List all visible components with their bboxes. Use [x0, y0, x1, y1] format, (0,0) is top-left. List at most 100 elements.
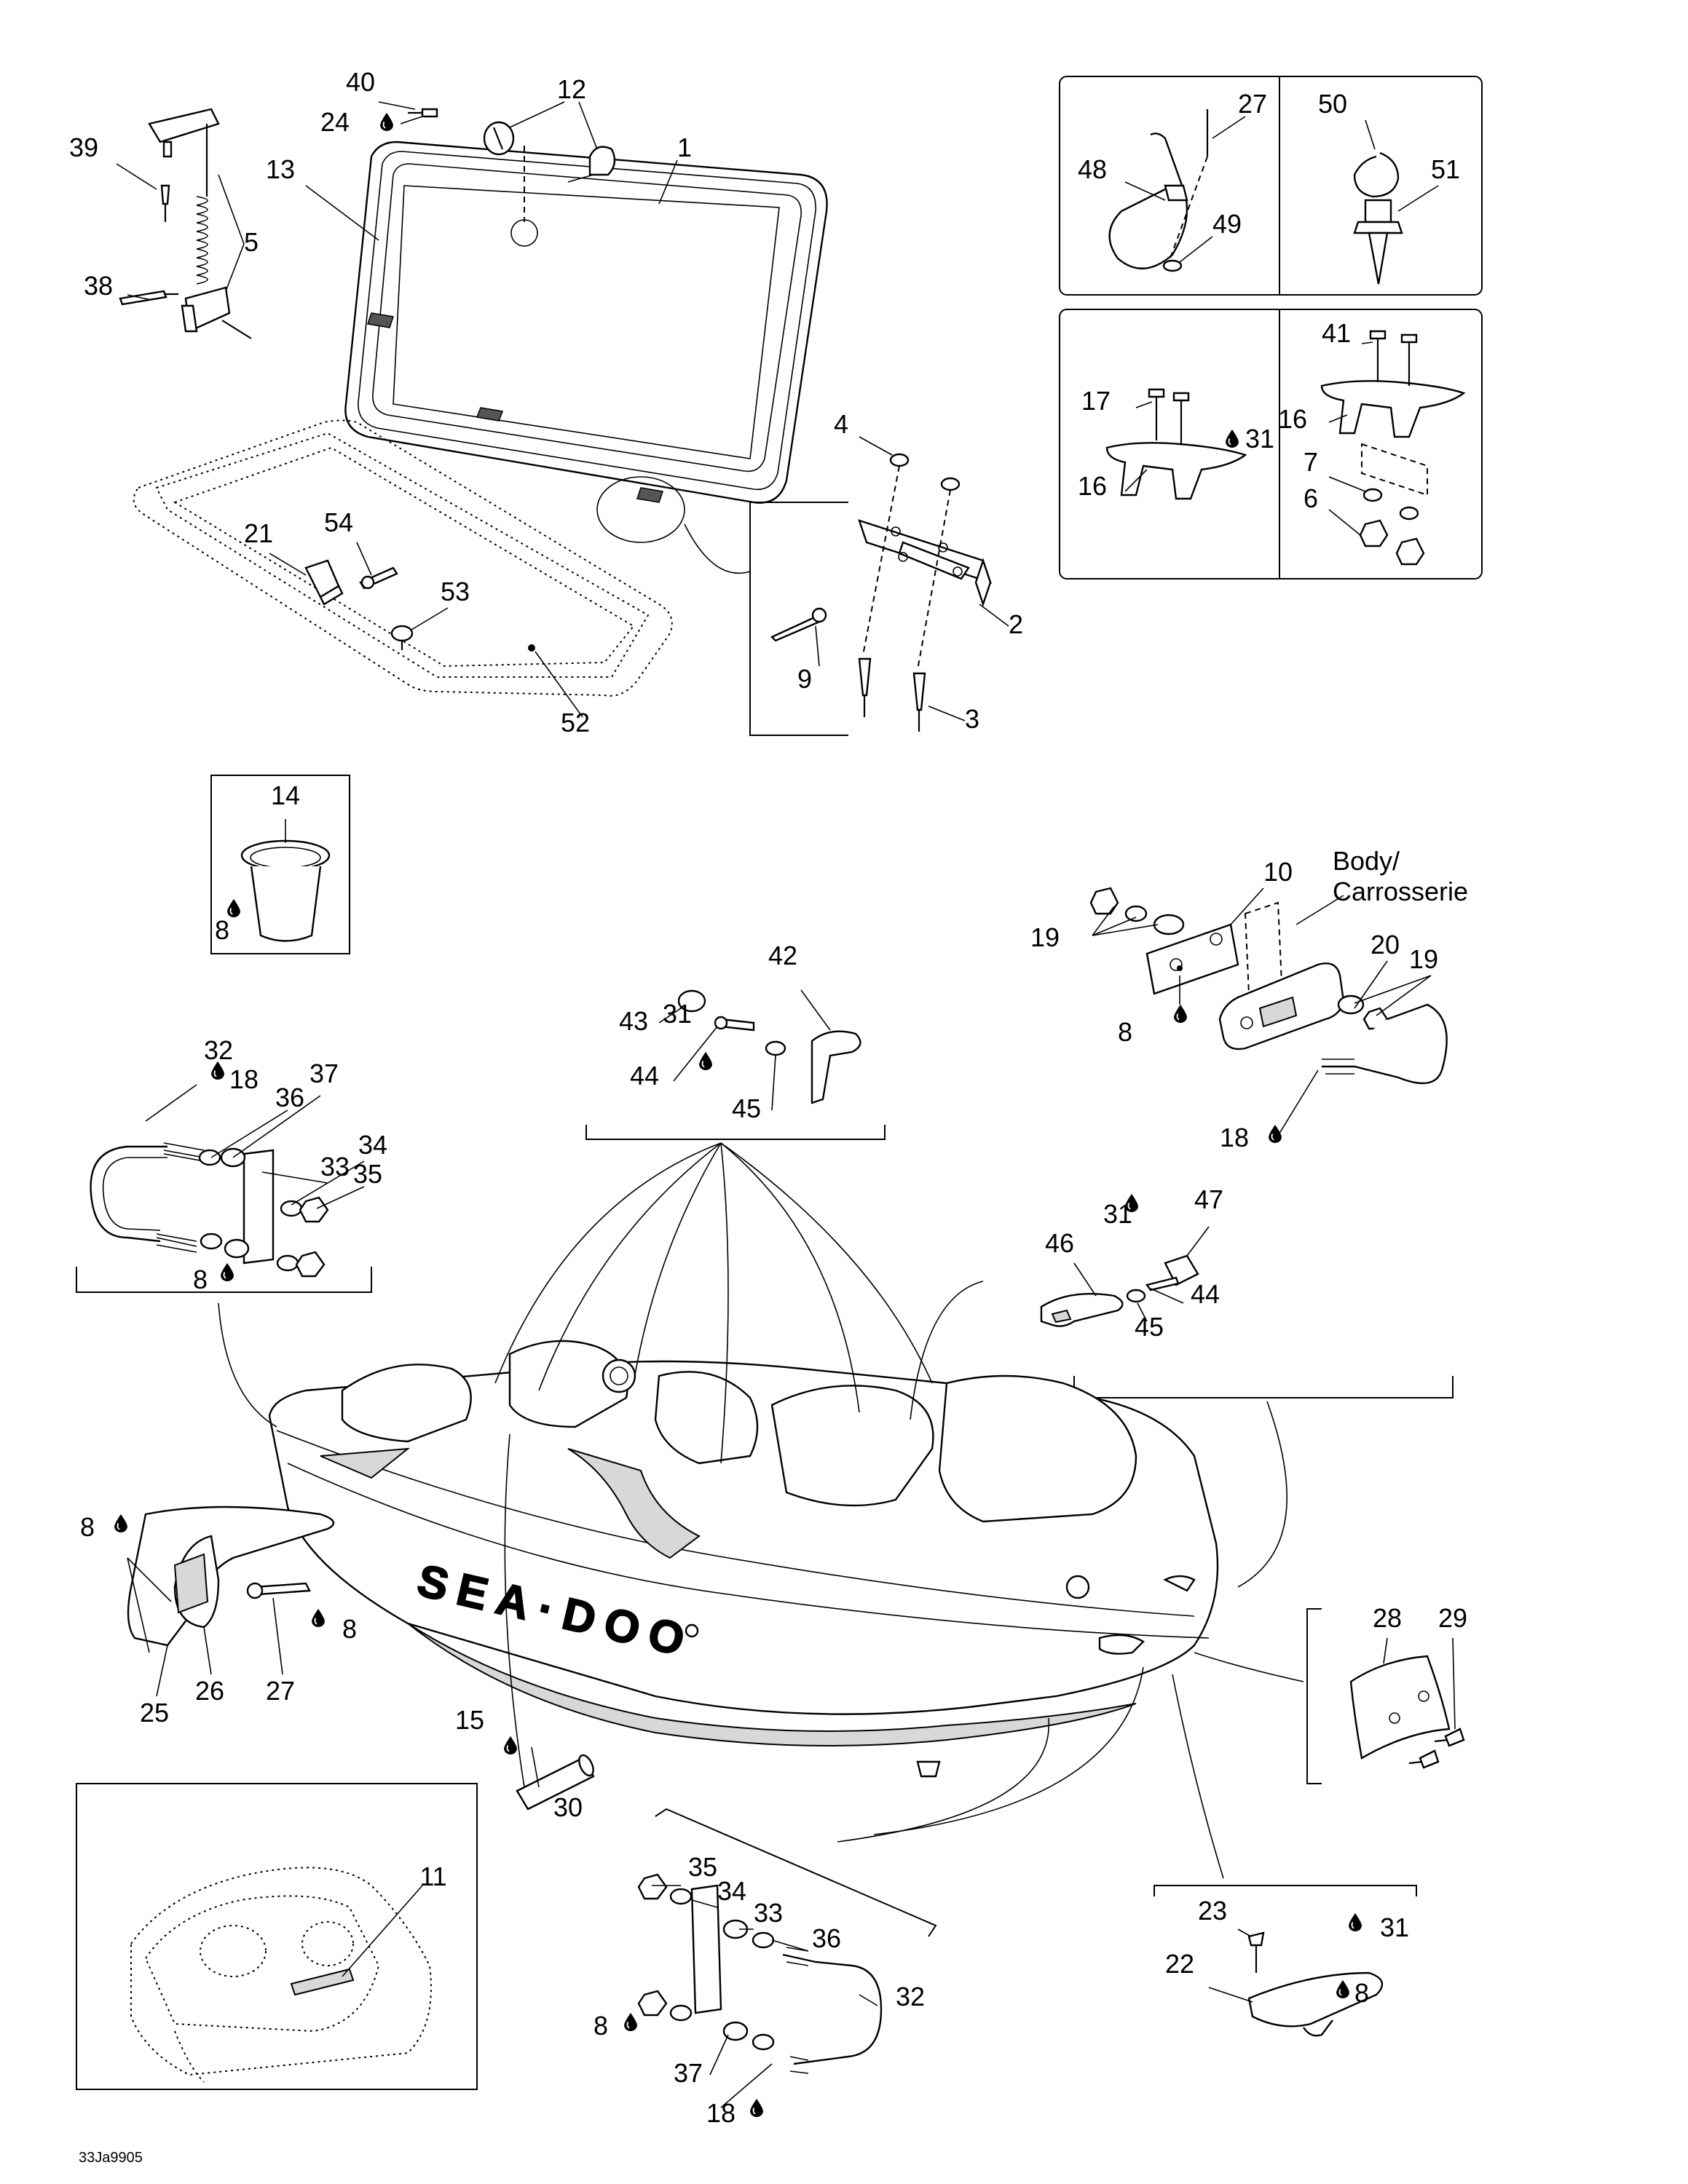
callout-c14: 14 [271, 780, 300, 810]
inset-box-cleat [1059, 309, 1483, 579]
cup-holder-inset [210, 775, 350, 954]
drop-icon [504, 1736, 517, 1754]
callout-c32b: 32 [896, 1982, 925, 2011]
callout-c53: 53 [441, 577, 470, 606]
drop-icon [1174, 1005, 1187, 1023]
callout-c11: 11 [419, 1861, 446, 1891]
figure-code: 33Ja9905 [79, 2150, 143, 2166]
callout-c8b: 8 [1118, 1017, 1132, 1047]
latch-parts [269, 542, 449, 650]
callout-c8c: 8 [193, 1265, 208, 1294]
callout-c33a: 33 [320, 1152, 350, 1182]
callout-c34b: 34 [717, 1876, 746, 1906]
callout-c19a: 19 [1030, 922, 1060, 952]
drop-icon [114, 1514, 127, 1532]
callout-c8d: 8 [80, 1512, 95, 1542]
callout-c16b: 16 [1278, 404, 1307, 434]
callout-c18a: 18 [229, 1064, 259, 1094]
boat-hull: SEA·DOO [268, 1340, 1219, 1778]
callout-c5: 5 [244, 227, 259, 257]
callout-c8a: 8 [215, 915, 229, 945]
callout-c26: 26 [195, 1676, 224, 1706]
drop-icon [624, 2013, 637, 2031]
carrosserie-label: Carrosserie [1333, 877, 1468, 906]
grab-handle-group [585, 989, 886, 1140]
callout-c41: 41 [1322, 318, 1351, 348]
callout-c13: 13 [266, 154, 295, 184]
callout-c19b: 19 [1409, 944, 1438, 974]
callout-c16a: 16 [1078, 471, 1107, 501]
dashboard-inset [76, 1783, 478, 2090]
callout-c21: 21 [244, 518, 273, 548]
drop-icon [380, 113, 393, 131]
callout-c18c: 18 [706, 2098, 735, 2128]
callout-c20: 20 [1370, 930, 1400, 960]
drop-icon [312, 1609, 325, 1627]
cleat-22 [1153, 1885, 1417, 2037]
callout-c27a: 27 [1238, 89, 1267, 119]
callout-c23: 23 [1198, 1896, 1227, 1926]
callout-c7: 7 [1304, 447, 1318, 477]
callout-c24: 24 [320, 107, 350, 137]
callout-c42: 42 [768, 941, 797, 970]
tow-eye-group [1073, 887, 1454, 1398]
callout-c54: 54 [324, 507, 353, 537]
callout-c9: 9 [797, 664, 812, 694]
callout-c25: 25 [140, 1698, 169, 1728]
callout-c40: 40 [346, 67, 375, 97]
callout-c8f: 8 [593, 2011, 608, 2041]
drop-icon [750, 2099, 763, 2117]
callout-c46: 46 [1045, 1228, 1074, 1258]
callout-c10: 10 [1263, 857, 1293, 887]
hinge-spring-assembly [116, 108, 252, 339]
handle-46 [1040, 1226, 1210, 1327]
callout-c17: 17 [1081, 386, 1111, 416]
callout-c31a: 31 [1245, 424, 1274, 454]
callout-c35a: 35 [353, 1159, 382, 1189]
callout-c32a: 32 [204, 1035, 233, 1065]
drop-icon [699, 1052, 712, 1070]
callout-c12: 12 [557, 74, 586, 104]
callout-labels: 1234567888888891011121314151616171818181… [69, 67, 1467, 2128]
pointer-lines [218, 1142, 1304, 1879]
hinge-detail-inset [596, 436, 1009, 736]
callout-c3: 3 [965, 704, 979, 734]
callout-c31b: 31 [663, 999, 692, 1029]
callout-c37b: 37 [674, 2058, 703, 2088]
callout-c15: 15 [455, 1705, 484, 1735]
body-label: Body/ [1333, 846, 1400, 876]
callout-c52: 52 [561, 708, 590, 737]
callout-c6: 6 [1304, 483, 1318, 513]
callout-c8e: 8 [342, 1614, 357, 1644]
callout-c29: 29 [1438, 1603, 1467, 1633]
callout-c49: 49 [1212, 209, 1242, 239]
callout-c51: 51 [1431, 154, 1460, 184]
callout-c44b: 44 [1191, 1279, 1220, 1309]
callout-c35b: 35 [688, 1852, 717, 1882]
callout-c22: 22 [1165, 1949, 1194, 1979]
callout-c33b: 33 [754, 1898, 783, 1928]
callout-c30: 30 [553, 1792, 583, 1822]
callout-c8g: 8 [1354, 1978, 1369, 2008]
callout-c50: 50 [1318, 89, 1347, 119]
drop-icon [1269, 1125, 1282, 1143]
drop-icon [1226, 430, 1239, 448]
callout-c39: 39 [69, 132, 98, 162]
callout-c2: 2 [1009, 609, 1023, 639]
callout-c44a: 44 [630, 1061, 659, 1091]
callout-c45a: 45 [732, 1093, 761, 1123]
callout-c28: 28 [1373, 1603, 1402, 1633]
callout-c47: 47 [1194, 1184, 1223, 1214]
callout-c18b: 18 [1220, 1123, 1249, 1152]
tube-part [516, 1746, 595, 1811]
inset-box-strap [1059, 76, 1483, 296]
drop-icon [1349, 1913, 1362, 1931]
bumper-bolt-group-left [76, 1084, 372, 1293]
callout-c36b: 36 [812, 1923, 841, 1953]
callout-c1: 1 [677, 132, 692, 162]
callout-c4: 4 [834, 409, 848, 439]
storage-lid [305, 141, 828, 504]
bumper-cover [1306, 1608, 1465, 1784]
callout-c43: 43 [619, 1006, 648, 1036]
